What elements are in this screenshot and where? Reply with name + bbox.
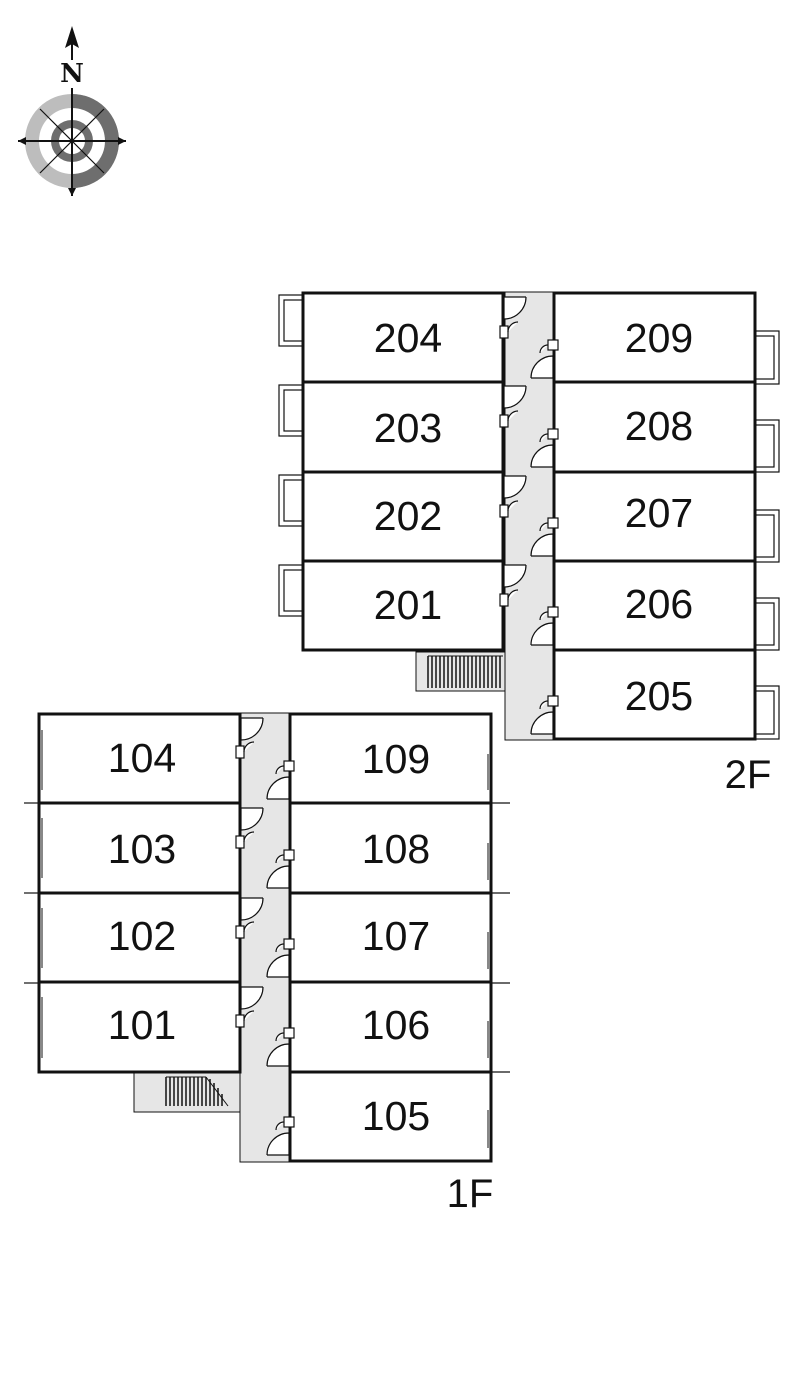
windows-1f [41,730,489,1148]
unit-102: 102 [37,891,242,984]
doors-1f-left [235,717,264,1028]
floor-label-1f: 1F [447,1172,494,1216]
unit-202: 202 [301,470,505,563]
unit-101: 101 [37,980,242,1074]
unit-label: 101 [108,1002,176,1048]
doors-2f-right [530,339,559,735]
unit-label: 206 [625,581,693,627]
floor-1f: 104 103 102 101 109 108 107 106 [24,712,510,1216]
unit-208: 208 [552,380,757,474]
unit-204: 204 [301,291,505,384]
unit-label: 109 [362,736,430,782]
floor-label-2f: 2F [725,753,772,797]
unit-label: 108 [362,826,430,872]
unit-label: 104 [108,735,176,781]
compass: N [18,26,126,196]
wall-ticks-1f [24,802,510,1073]
unit-label: 209 [625,315,693,361]
doors-1f-right [266,760,295,1156]
unit-label: 103 [108,826,176,872]
unit-203: 203 [301,380,505,474]
unit-209: 209 [552,291,757,384]
balconies-2f-left [278,294,304,617]
north-label: N [60,59,84,89]
unit-108: 108 [288,801,493,895]
unit-104: 104 [37,712,242,805]
unit-107: 107 [288,891,493,984]
unit-label: 106 [362,1002,430,1048]
unit-label: 202 [374,493,442,539]
compass-rose-icon [18,26,126,196]
unit-205: 205 [552,648,757,741]
unit-label: 201 [374,582,442,628]
unit-105: 105 [288,1070,493,1163]
unit-201: 201 [301,559,505,652]
unit-label: 105 [362,1093,430,1139]
unit-106: 106 [288,980,493,1074]
floor-2f: 204 203 202 201 209 208 207 206 [278,291,780,797]
unit-label: 107 [362,913,430,959]
stairs-1f [133,1072,241,1113]
unit-109: 109 [288,712,493,805]
unit-207: 207 [552,470,757,563]
unit-206: 206 [552,559,757,652]
unit-103: 103 [37,801,242,895]
unit-label: 102 [108,913,176,959]
unit-label: 208 [625,403,693,449]
stairs-2f [415,651,506,692]
unit-label: 204 [374,315,442,361]
unit-label: 205 [625,673,693,719]
doors-2f-left [499,296,527,607]
unit-label: 203 [374,405,442,451]
balconies-2f-right [754,330,780,740]
unit-label: 207 [625,490,693,536]
